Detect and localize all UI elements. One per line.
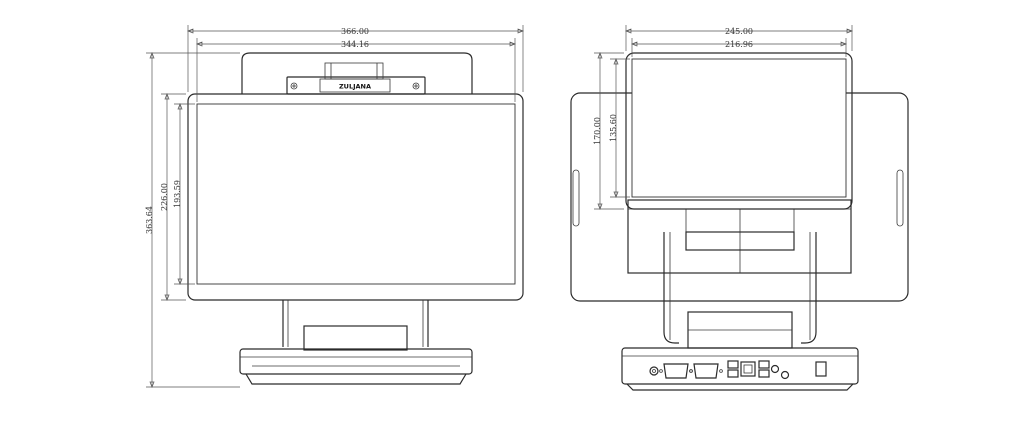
serial-port-icon xyxy=(689,363,723,379)
dim-side-display-height: 170.00 xyxy=(593,52,624,210)
back-housing xyxy=(627,199,852,274)
svg-text:366.00: 366.00 xyxy=(341,27,369,36)
dim-side-overall-width: 245.00 xyxy=(625,25,853,51)
main-monitor-bezel xyxy=(187,93,524,301)
customer-display-bezel xyxy=(625,52,853,210)
audio-jack-icon xyxy=(780,370,790,380)
dim-overall-width: 366.00 xyxy=(187,25,524,92)
svg-text:216.96: 216.96 xyxy=(725,40,753,49)
customer-display-screen xyxy=(631,58,847,198)
dim-screen-width: 344.16 xyxy=(196,38,516,102)
svg-text:363.64: 363.64 xyxy=(145,206,154,234)
power-switch-icon xyxy=(815,361,827,377)
ethernet-port-icon xyxy=(740,361,756,377)
rear-base xyxy=(621,347,859,391)
svg-text:344.16: 344.16 xyxy=(341,40,369,49)
rear-display-panel xyxy=(241,52,473,94)
svg-text:170.00: 170.00 xyxy=(593,117,602,145)
dim-side-screen-width: 216.96 xyxy=(631,38,847,57)
side-view: 245.00 216.96 170.00 135.60 xyxy=(570,25,909,391)
svg-text:193.59: 193.59 xyxy=(173,180,182,208)
svg-text:226.00: 226.00 xyxy=(160,183,169,211)
serial-port-icon xyxy=(659,363,693,379)
dim-display-height: 226.00 xyxy=(160,93,186,301)
front-view: ZULJANA 366.00 xyxy=(145,25,524,388)
dim-side-active-height: 135.60 xyxy=(609,58,630,198)
stand-neck xyxy=(282,300,429,351)
front-base xyxy=(239,348,473,385)
svg-text:245.00: 245.00 xyxy=(725,27,753,36)
usb-port-icon xyxy=(727,360,739,378)
dim-active-height: 193.59 xyxy=(173,103,195,285)
audio-jack-icon xyxy=(770,364,780,374)
svg-text:135.60: 135.60 xyxy=(609,114,618,142)
power-jack-icon xyxy=(649,366,659,376)
usb-port-icon xyxy=(758,360,770,378)
brand-label: ZULJANA xyxy=(339,83,371,91)
main-monitor-screen xyxy=(196,103,516,285)
dim-overall-height: 363.64 xyxy=(145,52,240,388)
brand-bracket: ZULJANA xyxy=(286,62,426,95)
